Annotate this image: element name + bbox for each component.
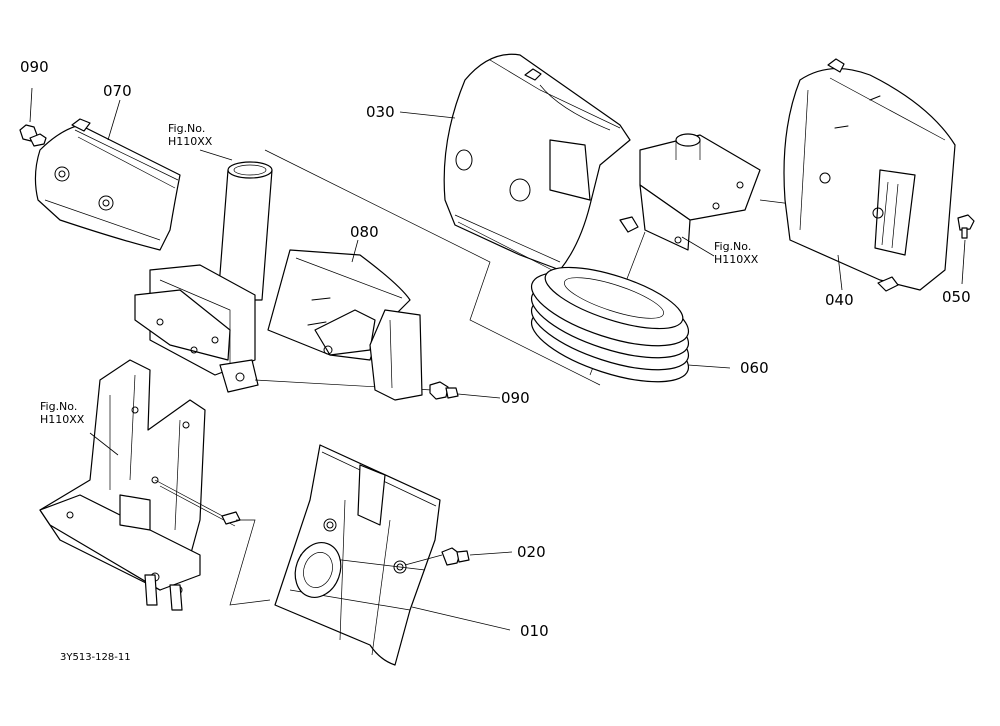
part-label-050: 050 (942, 288, 971, 306)
bracket-assembly (589, 133, 881, 376)
part-label-090-top: 090 (20, 58, 49, 76)
fig-ref-top-left-line1: Fig.No. (168, 122, 206, 135)
panel-080 (267, 239, 423, 401)
fig-ref-left-line2: H110XX (40, 413, 85, 426)
fig-ref-right-line1: Fig.No. (714, 240, 752, 253)
cover-040 (783, 58, 956, 292)
fig-ref-top-left: Fig.No. H110XX (168, 122, 212, 148)
drawing-code: 3Y513-128-11 (60, 652, 131, 663)
part-label-090-middle: 090 (501, 389, 530, 407)
fig-ref-right-line2: H110XX (714, 253, 759, 266)
fig-ref-right: Fig.No. H110XX (714, 240, 758, 266)
plate-010 (274, 444, 511, 666)
steering-column (134, 149, 273, 393)
part-label-030: 030 (366, 103, 395, 121)
part-label-010: 010 (520, 622, 549, 640)
bolt-090-middle (429, 381, 501, 400)
part-label-040: 040 (825, 291, 854, 309)
fig-ref-top-left-line2: H110XX (168, 135, 213, 148)
part-label-070: 070 (103, 82, 132, 100)
fig-ref-left: Fig.No. H110XX (40, 400, 84, 426)
bolt-020 (441, 547, 513, 566)
cover-070 (34, 99, 181, 251)
part-label-080: 080 (350, 223, 379, 241)
boot-060 (530, 266, 731, 383)
fig-ref-left-line1: Fig.No. (40, 400, 78, 413)
bolt-050 (957, 214, 975, 285)
cover-030 (399, 53, 631, 271)
assembly-line-1 (264, 149, 601, 386)
part-label-020: 020 (517, 543, 546, 561)
part-label-060: 060 (740, 359, 769, 377)
lower-bracket (39, 359, 271, 611)
bolt-090-top (19, 87, 47, 147)
